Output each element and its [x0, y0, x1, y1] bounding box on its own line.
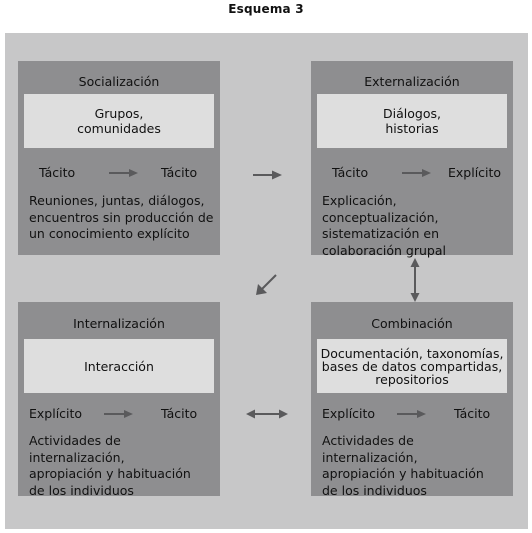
desc-line: Explicación, conceptualización, — [322, 193, 439, 225]
box-heading: Externalización — [364, 74, 460, 89]
flow-row: Explícito Tácito — [18, 406, 220, 422]
box-internalizacion: Internalización Interacción Explícito Tá… — [18, 302, 220, 499]
desc-line: colaboración grupal — [322, 242, 446, 258]
inner-line: Documentación, taxonomías, — [320, 345, 504, 361]
diagram-title: Esquema 3 — [228, 2, 304, 16]
flow-from: Tácito — [332, 165, 369, 180]
desc-line: un conocimiento explícito — [29, 226, 190, 241]
box-externalizacion: Externalización Diálogos, historias Táci… — [311, 61, 513, 258]
flow-to: Tácito — [161, 165, 198, 180]
box-socializacion: Socialización Grupos, comunidades Tácito… — [18, 61, 220, 255]
desc-line: de los individuos — [29, 482, 134, 498]
box-heading: Combinación — [371, 316, 453, 331]
flow-from: Tácito — [39, 165, 76, 180]
inner-line: bases de datos compartidas, — [321, 358, 503, 374]
desc-line: apropiación y habituación — [29, 466, 191, 481]
right-arrow-icon — [253, 170, 282, 180]
desc-line: encuentros sin producción de — [29, 209, 214, 225]
flow-from: Explícito — [29, 406, 83, 421]
box-description: Actividades de internalización, apropiac… — [29, 433, 216, 499]
inner-line: historias — [385, 121, 439, 136]
flow-arrow-icon — [397, 410, 426, 418]
box-inner-label: Diálogos, historias — [317, 94, 507, 148]
desc-line: Reuniones, juntas, diálogos, — [29, 193, 205, 208]
vertical-double-arrow-icon — [410, 258, 420, 302]
box-heading: Internalización — [73, 316, 165, 331]
desc-line: apropiación y habituación — [322, 466, 484, 481]
box-heading: Socialización — [78, 74, 160, 89]
flow-row: Tácito Tácito — [18, 165, 220, 181]
inner-line: repositorios — [375, 371, 449, 387]
flow-arrow-icon — [104, 410, 133, 418]
flow-to: Explícito — [448, 165, 502, 180]
desc-line: de los individuos — [322, 482, 427, 498]
flow-arrow-icon — [402, 169, 431, 177]
box-combinacion: Combinación Documentación, taxonomías, b… — [311, 302, 513, 499]
flow-to: Tácito — [161, 406, 198, 421]
box-description: Explicación, conceptualización, sistemat… — [322, 193, 509, 259]
desc-line: Actividades de internalización, — [322, 433, 418, 465]
flow-to: Tácito — [454, 406, 491, 421]
box-description: Actividades de internalización, apropiac… — [322, 433, 509, 499]
horizontal-double-arrow-icon — [246, 409, 288, 419]
desc-line: Actividades de internalización, — [29, 433, 125, 465]
box-description: Reuniones, juntas, diálogos, encuentros … — [29, 193, 216, 243]
flow-row: Explícito Tácito — [311, 406, 513, 422]
box-inner-label: Documentación, taxonomías, bases de dato… — [317, 339, 507, 393]
inner-line: Diálogos, — [383, 106, 441, 121]
flow-arrow-icon — [109, 169, 138, 177]
diagonal-arrow-icon — [256, 274, 277, 295]
flow-from: Explícito — [322, 406, 376, 421]
inner-line: Grupos, — [94, 106, 144, 121]
inner-line: comunidades — [77, 121, 161, 136]
inner-line: Interacción — [84, 358, 154, 374]
flow-row: Tácito Explícito — [311, 165, 513, 181]
box-inner-label: Grupos, comunidades — [24, 94, 214, 148]
desc-line: sistematización en — [322, 226, 440, 241]
box-inner-label: Interacción — [24, 339, 214, 393]
